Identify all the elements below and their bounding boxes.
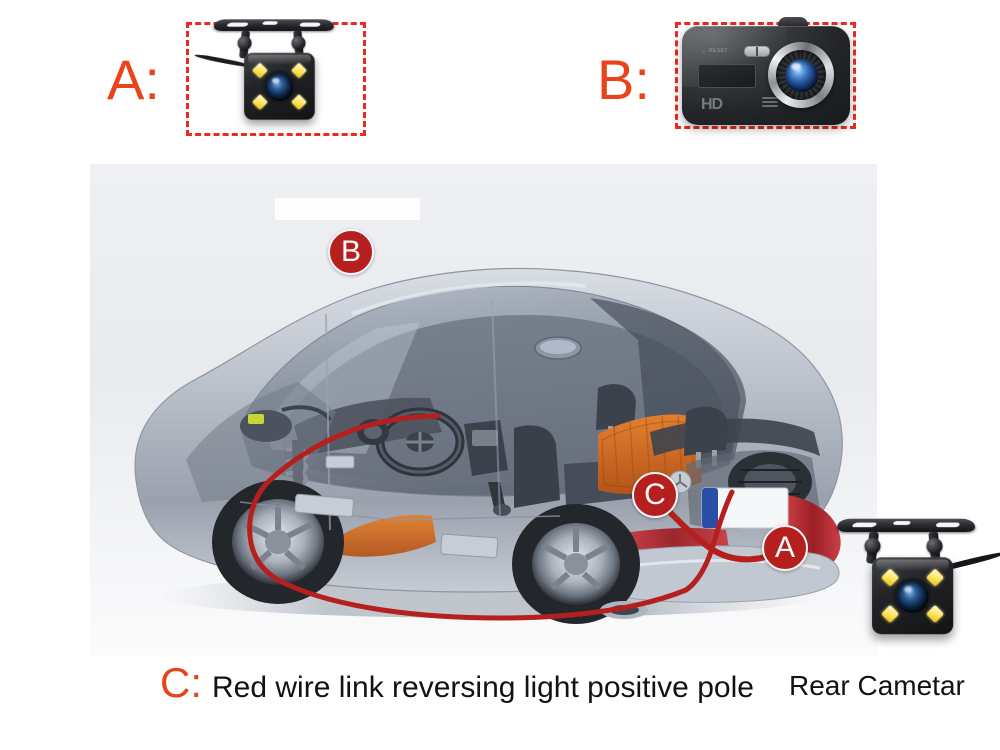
camera-pivot-left-icon [864,537,881,555]
camera-body [244,52,315,120]
marker-c[interactable]: C [632,472,678,518]
camera-body [871,557,954,635]
camera-bracket-slot-icon [261,21,279,25]
car-installation-diagram [90,164,877,656]
panel-white-strip [275,198,420,220]
camera-lens-icon [265,72,294,101]
steering-wheel [375,407,465,477]
section-label-b: B: [597,48,650,111]
rear-camera-product-large [812,508,1000,669]
dash-cam-lens-barrel-icon [776,50,826,100]
dash-cam-speaker-icon [762,97,778,109]
camera-lens-icon [896,580,929,613]
door-hardware [294,455,499,559]
marker-b[interactable]: B [328,229,374,275]
camera-led-bottom-left-icon [251,94,268,110]
camera-pivot-right-icon [926,537,943,555]
rear-camera-caption: Rear Cametar [789,670,965,701]
red-wire-to-c [683,489,735,593]
red-wire-roof [263,413,441,487]
camera-bracket-slot-icon [892,521,912,525]
rear-wheel [512,504,640,624]
camera-pivot-right-icon [291,36,306,50]
camera-led-bottom-right-icon [925,604,945,624]
camera-led-top-left-icon [251,62,268,79]
camera-led-bottom-right-icon [291,94,307,110]
dash-cam-reset-label: RESET [702,48,728,54]
dash-cam-lens-glass-icon [784,58,818,92]
product-box-b [675,22,856,129]
marker-a[interactable]: A [762,525,808,571]
rear-camera-product-a [192,10,359,150]
camera-led-bottom-left-icon [881,604,900,624]
wiring-caption: C: Red wire link reversing light positiv… [160,662,754,704]
camera-led-top-left-icon [881,568,900,587]
caption-text-wiring: Red wire link reversing light positive p… [212,671,754,704]
camera-led-top-right-icon [291,62,307,79]
red-wire-pillar [247,481,289,587]
red-wire-sill [283,581,689,621]
dash-cam-hd-badge: HD [701,96,723,113]
dash-cam-lens-ring-icon [768,42,834,108]
camera-led-top-right-icon [925,568,945,587]
camera-pivot-left-icon [237,36,252,50]
car-cutaway-illustration [134,267,843,624]
section-label-a: A: [107,48,160,111]
dash-cam-screen [698,64,756,88]
dash-cam-product-b: RESET HD [682,17,850,125]
caption-letter-c: C: [160,659,202,706]
front-seat [514,425,560,508]
dash-cam-indicator-lights-icon [744,46,770,57]
